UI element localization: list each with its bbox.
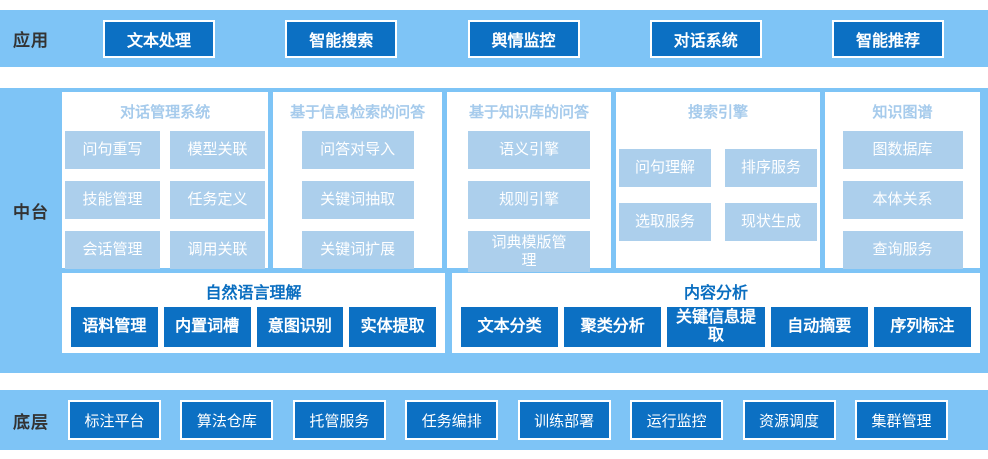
middle-panel: 基于知识库的问答语义引擎规则引擎词典模版管理 — [447, 92, 611, 273]
middle-item-box[interactable]: 图数据库 — [842, 131, 963, 169]
base-button[interactable]: 集群管理 — [854, 400, 948, 440]
middle-panel: 对话管理系统问句重写模型关联技能管理任务定义会话管理调用关联 — [62, 92, 269, 269]
base-button-row: 标注平台算法仓库托管服务任务编排训练部署运行监控资源调度集群管理 — [62, 400, 988, 440]
middle-layer-label: 中台 — [13, 203, 49, 222]
middle-item-box[interactable]: 模型关联 — [170, 131, 266, 169]
middle-item-box[interactable]: 排序服务 — [725, 149, 818, 187]
middle-bottom-button[interactable]: 内置词槽 — [163, 307, 251, 347]
middle-panel-body: 问句理解排序服务选取服务现状生成 — [619, 149, 818, 241]
middle-layer-content: 对话管理系统问句重写模型关联技能管理任务定义会话管理调用关联基于信息检索的问答问… — [62, 88, 988, 373]
middle-panel-row: 对话管理系统问句重写模型关联技能管理任务定义会话管理调用关联基于信息检索的问答问… — [62, 92, 980, 273]
middle-item-box[interactable]: 词典模版管理 — [468, 231, 591, 273]
middle-item-box[interactable]: 选取服务 — [619, 203, 712, 241]
middle-bottom-panel-title: 内容分析 — [683, 285, 748, 302]
middle-panel-title: 搜索引擎 — [688, 104, 749, 121]
app-button[interactable]: 对话系统 — [649, 19, 762, 58]
middle-bottom-button-row: 语料管理内置词槽意图识别实体提取 — [62, 303, 445, 355]
middle-layer-band: 中台 对话管理系统问句重写模型关联技能管理任务定义会话管理调用关联基于信息检索的… — [0, 88, 988, 373]
middle-bottom-button[interactable]: 文本分类 — [461, 307, 559, 347]
middle-panel-title: 基于知识库的问答 — [469, 104, 590, 121]
middle-panel-body: 问答对导入关键词抽取关键词扩展 — [301, 131, 414, 269]
middle-bottom-button[interactable]: 聚类分析 — [564, 307, 662, 347]
middle-item-box[interactable]: 技能管理 — [65, 181, 161, 219]
base-button[interactable]: 算法仓库 — [180, 400, 274, 440]
middle-item-box[interactable]: 语义引擎 — [468, 131, 591, 169]
middle-item-box[interactable]: 问答对导入 — [301, 131, 414, 169]
middle-item-box[interactable]: 调用关联 — [170, 231, 266, 269]
middle-panel-title: 对话管理系统 — [120, 104, 211, 121]
middle-item-box[interactable]: 查询服务 — [842, 231, 963, 269]
middle-item-box[interactable]: 规则引擎 — [468, 181, 591, 219]
middle-panel: 基于信息检索的问答问答对导入关键词抽取关键词扩展 — [273, 92, 443, 269]
middle-item-box[interactable]: 任务定义 — [170, 181, 266, 219]
middle-bottom-panel: 自然语言理解语料管理内置词槽意图识别实体提取 — [62, 273, 445, 353]
middle-item-box[interactable]: 关键词抽取 — [301, 181, 414, 219]
middle-item-box[interactable]: 问句理解 — [619, 149, 712, 187]
middle-panel-title: 知识图谱 — [872, 104, 933, 121]
middle-panel: 搜索引擎问句理解排序服务选取服务现状生成 — [615, 92, 821, 268]
app-button[interactable]: 舆情监控 — [467, 19, 580, 58]
middle-bottom-button[interactable]: 语料管理 — [71, 307, 158, 347]
middle-panel-body: 语义引擎规则引擎词典模版管理 — [468, 131, 591, 273]
base-layer-label: 底层 — [13, 412, 49, 432]
middle-panel-title: 基于信息检索的问答 — [290, 104, 426, 121]
base-button[interactable]: 运行监控 — [630, 400, 724, 440]
app-layer-label: 应用 — [13, 31, 49, 50]
base-layer-band: 底层 标注平台算法仓库托管服务任务编排训练部署运行监控资源调度集群管理 — [0, 390, 988, 450]
middle-bottom-panel: 内容分析文本分类聚类分析关键信息提取自动摘要序列标注 — [452, 273, 980, 353]
middle-bottom-button[interactable]: 序列标注 — [873, 307, 972, 347]
app-layer-band: 应用 文本处理 智能搜索 舆情监控 对话系统 智能推荐 — [0, 10, 988, 67]
base-button[interactable]: 训练部署 — [517, 400, 611, 440]
middle-item-box[interactable]: 关键词扩展 — [301, 231, 414, 269]
base-button[interactable]: 托管服务 — [292, 400, 386, 440]
middle-panel-body: 问句重写模型关联技能管理任务定义会话管理调用关联 — [65, 131, 266, 269]
middle-item-box[interactable]: 会话管理 — [65, 231, 161, 269]
middle-item-box[interactable]: 问句重写 — [65, 131, 161, 169]
app-button[interactable]: 文本处理 — [103, 19, 215, 58]
base-button[interactable]: 资源调度 — [742, 400, 836, 440]
middle-bottom-button[interactable]: 意图识别 — [256, 307, 344, 347]
middle-panel-body: 图数据库本体关系查询服务 — [842, 131, 963, 269]
middle-bottom-button-row: 文本分类聚类分析关键信息提取自动摘要序列标注 — [452, 303, 980, 355]
middle-bottom-panel-title: 自然语言理解 — [205, 285, 302, 302]
app-button-row: 文本处理 智能搜索 舆情监控 对话系统 智能推荐 — [62, 19, 988, 58]
app-button[interactable]: 智能搜索 — [285, 19, 398, 58]
middle-panel: 知识图谱图数据库本体关系查询服务 — [825, 92, 980, 269]
middle-bottom-button[interactable]: 自动摘要 — [770, 307, 868, 347]
middle-bottom-button[interactable]: 实体提取 — [349, 307, 436, 347]
middle-bottom-button[interactable]: 关键信息提取 — [667, 307, 765, 347]
base-button[interactable]: 标注平台 — [68, 400, 161, 440]
middle-bottom-row: 自然语言理解语料管理内置词槽意图识别实体提取内容分析文本分类聚类分析关键信息提取… — [62, 273, 980, 353]
middle-item-box[interactable]: 本体关系 — [842, 181, 963, 219]
app-button[interactable]: 智能推荐 — [832, 19, 944, 58]
middle-item-box[interactable]: 现状生成 — [725, 203, 818, 241]
base-button[interactable]: 任务编排 — [405, 400, 499, 440]
